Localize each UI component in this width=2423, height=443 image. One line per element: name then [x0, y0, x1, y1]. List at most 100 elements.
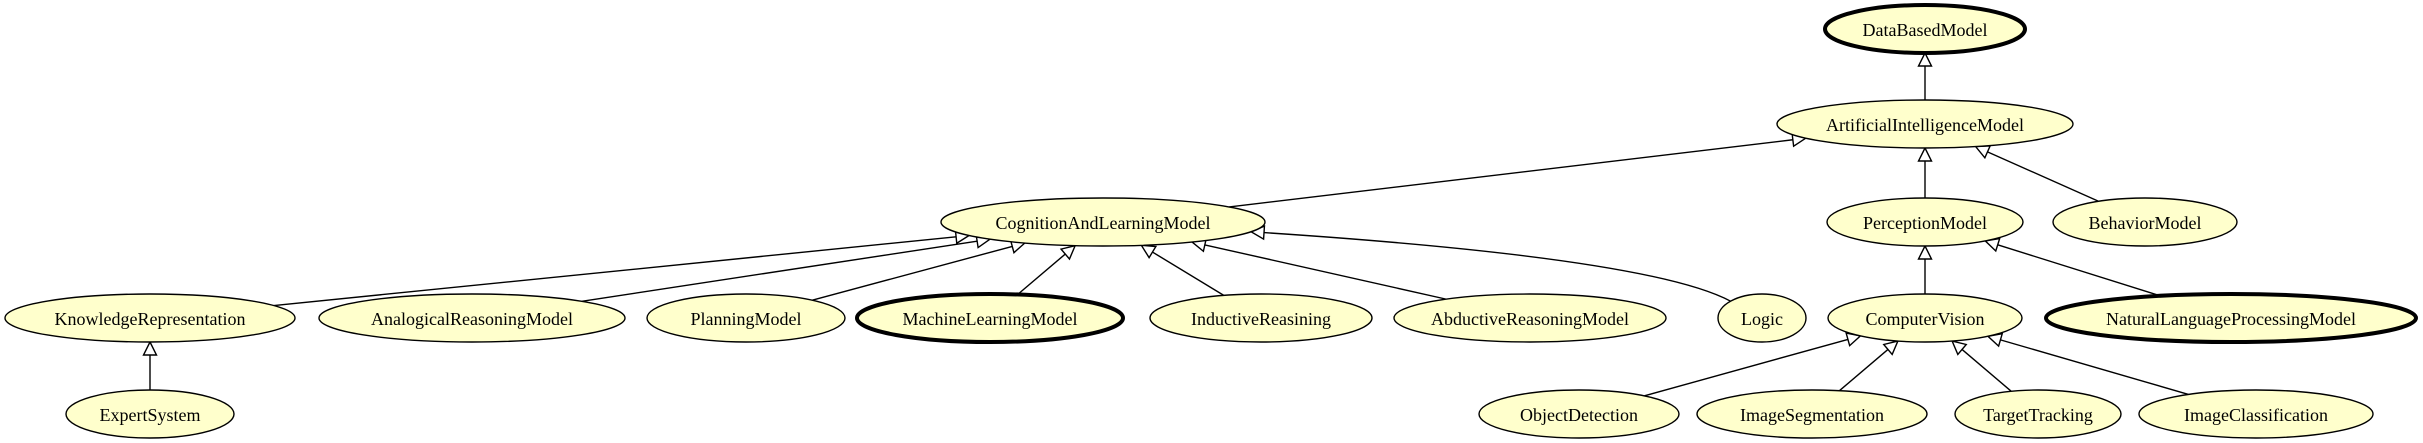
edge-inductive-reasining-to-cognition-and-learning-model [1140, 244, 1225, 296]
edge-behavior-model-to-artificial-intelligence-model [1974, 145, 2099, 202]
node-natural-language-processing-model[interactable]: NaturalLanguageProcessingModel [2044, 292, 2418, 344]
edge-object-detection-to-computer-vision [1644, 332, 1862, 397]
inheritance-arrowhead-icon [1974, 145, 1992, 160]
edge-knowledge-representation-to-cognition-and-learning-model [273, 229, 971, 307]
node-shape [4, 293, 296, 343]
node-shape [1478, 389, 1680, 439]
node-cognition-and-learning-model[interactable]: CognitionAndLearningModel [940, 197, 1266, 247]
edge-line [1017, 253, 1066, 296]
inheritance-arrowhead-icon [1917, 146, 1933, 162]
node-computer-vision[interactable]: ComputerVision [1827, 293, 2023, 343]
node-label: ExpertSystem [100, 405, 201, 425]
node-label: ComputerVision [1866, 309, 1985, 329]
inheritance-arrowhead-icon [1917, 51, 1933, 67]
edge-line [1838, 348, 1889, 392]
edges-layer [142, 51, 2189, 397]
inheritance-arrowhead-icon [1140, 244, 1158, 259]
node-logic[interactable]: Logic [1717, 293, 1807, 343]
node-analogical-reasoning-model[interactable]: AnalogicalReasoningModel [318, 293, 626, 343]
node-label: Logic [1741, 309, 1783, 329]
node-expert-system[interactable]: ExpertSystem [65, 389, 235, 439]
edge-line [1204, 244, 1447, 300]
node-label: NaturalLanguageProcessingModel [2106, 309, 2356, 329]
node-label: AbductiveReasoningModel [1431, 309, 1629, 329]
inheritance-arrowhead-icon [1059, 244, 1077, 261]
edge-line [581, 240, 978, 302]
node-label: PerceptionModel [1863, 213, 1987, 233]
node-abductive-reasoning-model[interactable]: AbductiveReasoningModel [1393, 293, 1667, 343]
edge-line [1997, 244, 2161, 297]
edge-computer-vision-to-perception-model [1917, 244, 1933, 294]
edge-image-classification-to-computer-vision [1986, 332, 2189, 396]
node-label: PlanningModel [691, 309, 802, 329]
node-shape [1826, 197, 2024, 247]
edge-line [1644, 338, 1849, 397]
node-label: ImageClassification [2184, 405, 2328, 425]
edge-machine-learning-model-to-cognition-and-learning-model [1017, 244, 1077, 296]
node-label: ImageSegmentation [1740, 405, 1884, 425]
node-shape [1823, 3, 2027, 55]
node-shape [65, 389, 235, 439]
node-label: DataBasedModel [1863, 20, 1988, 40]
node-shape [1696, 389, 1928, 439]
nodes-layer: DataBasedModelArtificialIntelligenceMode… [4, 3, 2418, 439]
edge-line [273, 236, 957, 307]
inheritance-arrowhead-icon [142, 340, 158, 356]
node-artificial-intelligence-model[interactable]: ArtificialIntelligenceModel [1776, 99, 2074, 149]
edge-line [812, 245, 1013, 301]
node-behavior-model[interactable]: BehaviorModel [2052, 197, 2238, 247]
node-shape [1717, 293, 1807, 343]
node-shape [1776, 99, 2074, 149]
node-shape [940, 197, 1266, 247]
node-label: ObjectDetection [1520, 405, 1638, 425]
inheritance-arrowhead-icon [1917, 244, 1933, 260]
node-object-detection[interactable]: ObjectDetection [1478, 389, 1680, 439]
node-image-segmentation[interactable]: ImageSegmentation [1696, 389, 1928, 439]
node-shape [2044, 292, 2418, 344]
node-machine-learning-model[interactable]: MachineLearningModel [855, 292, 1125, 344]
edge-line [1229, 139, 1793, 208]
node-label: BehaviorModel [2089, 213, 2202, 233]
node-perception-model[interactable]: PerceptionModel [1826, 197, 2024, 247]
node-knowledge-representation[interactable]: KnowledgeRepresentation [4, 293, 296, 343]
node-label: InductiveReasining [1191, 309, 1331, 329]
node-planning-model[interactable]: PlanningModel [646, 293, 846, 343]
node-inductive-reasining[interactable]: InductiveReasining [1149, 293, 1373, 343]
node-label: CognitionAndLearningModel [996, 213, 1211, 233]
node-shape [2138, 389, 2374, 439]
edge-line [1263, 231, 1731, 302]
node-shape [1393, 293, 1667, 343]
node-label: MachineLearningModel [903, 309, 1078, 329]
edge-target-tracking-to-computer-vision [1950, 340, 2012, 392]
edge-cognition-and-learning-model-to-artificial-intelligence-model [1229, 132, 1808, 208]
node-shape [1954, 389, 2122, 439]
node-label: AnalogicalReasoningModel [371, 309, 573, 329]
node-shape [318, 293, 626, 343]
node-label: TargetTracking [1983, 405, 2093, 425]
edge-line [1152, 251, 1225, 296]
node-target-tracking[interactable]: TargetTracking [1954, 389, 2122, 439]
node-image-classification[interactable]: ImageClassification [2138, 389, 2374, 439]
edge-planning-model-to-cognition-and-learning-model [812, 239, 1027, 301]
edge-image-segmentation-to-computer-vision [1838, 340, 1900, 392]
node-shape [646, 293, 846, 343]
node-shape [1149, 293, 1373, 343]
edge-perception-model-to-artificial-intelligence-model [1917, 146, 1933, 198]
edge-logic-to-cognition-and-learning-model [1249, 225, 1731, 302]
edge-expert-system-to-knowledge-representation [142, 340, 158, 390]
edge-line [1961, 348, 2012, 392]
edge-abductive-reasoning-model-to-cognition-and-learning-model [1190, 237, 1447, 300]
node-shape [2052, 197, 2238, 247]
edge-natural-language-processing-model-to-perception-model [1983, 237, 2161, 297]
edge-line [1987, 151, 2099, 202]
node-shape [855, 292, 1125, 344]
edge-artificial-intelligence-model-to-data-based-model [1917, 51, 1933, 100]
node-shape [1827, 293, 2023, 343]
edge-line [2000, 339, 2189, 396]
inheritance-arrowhead-icon [1882, 340, 1900, 356]
node-label: ArtificialIntelligenceModel [1826, 115, 2024, 135]
node-label: KnowledgeRepresentation [55, 309, 246, 329]
node-data-based-model[interactable]: DataBasedModel [1823, 3, 2027, 55]
inheritance-arrowhead-icon [1950, 340, 1968, 356]
